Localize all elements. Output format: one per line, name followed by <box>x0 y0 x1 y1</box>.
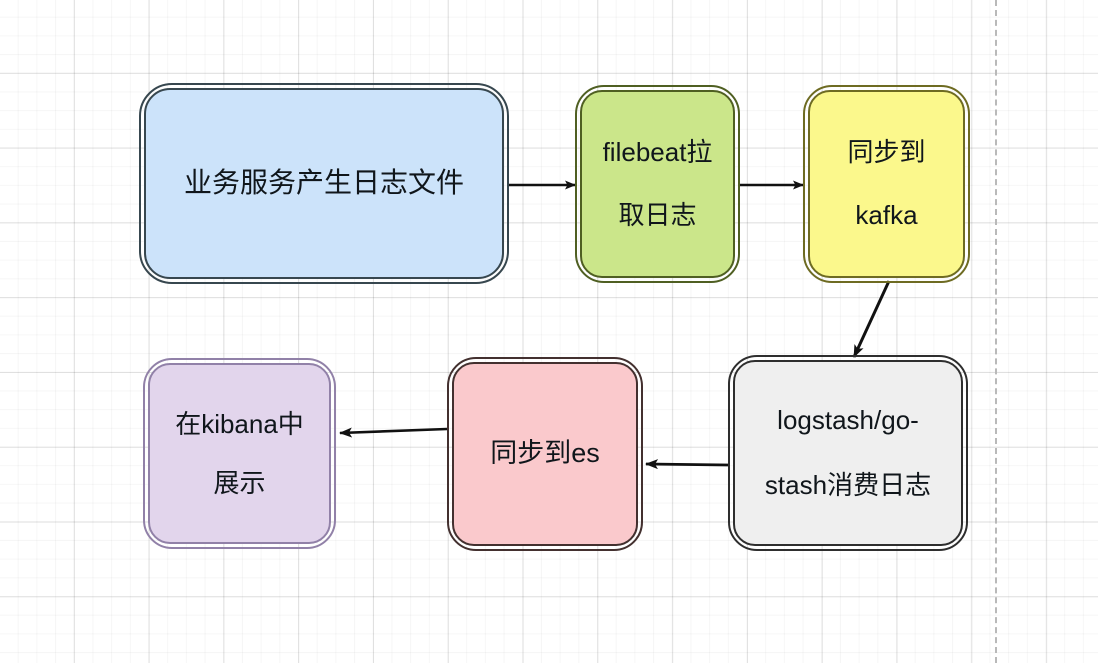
node-sync-to-kafka[interactable]: 同步到 kafka <box>803 85 970 283</box>
node-sync-to-es[interactable]: 同步到es <box>447 357 643 551</box>
node-business-service-log-file[interactable]: 业务服务产生日志文件 <box>139 83 509 284</box>
node-label-line: 展示 <box>213 467 266 498</box>
node-filebeat-pull-log[interactable]: filebeat拉 取日志 <box>575 85 740 283</box>
edge-kafka-to-logstash <box>852 280 891 358</box>
node-outer-outline <box>143 358 336 549</box>
edge-logstash-to-es <box>645 459 729 470</box>
node-label-line: filebeat拉 <box>602 137 713 168</box>
node-label-line: stash消费日志 <box>764 470 932 500</box>
node-label-line: 取日志 <box>618 200 697 230</box>
node-label-line: 业务服务产生日志文件 <box>183 167 464 199</box>
edge-es-to-kibana <box>339 427 448 438</box>
node-label-line: logstash/go- <box>777 405 919 436</box>
node-outer-outline <box>728 355 968 551</box>
node-logstash-gostash-consume-log[interactable]: logstash/go- stash消费日志 <box>728 355 968 551</box>
node-outer-outline <box>803 85 970 283</box>
node-label-line: 同步到 <box>847 137 926 168</box>
node-display-in-kibana[interactable]: 在kibana中 展示 <box>143 358 336 549</box>
node-label-line: 同步到es <box>490 438 600 469</box>
page-break-guide <box>995 0 997 663</box>
node-label-line: kafka <box>855 200 918 230</box>
node-label-line: 在kibana中 <box>175 408 304 439</box>
node-outer-outline <box>575 85 740 283</box>
